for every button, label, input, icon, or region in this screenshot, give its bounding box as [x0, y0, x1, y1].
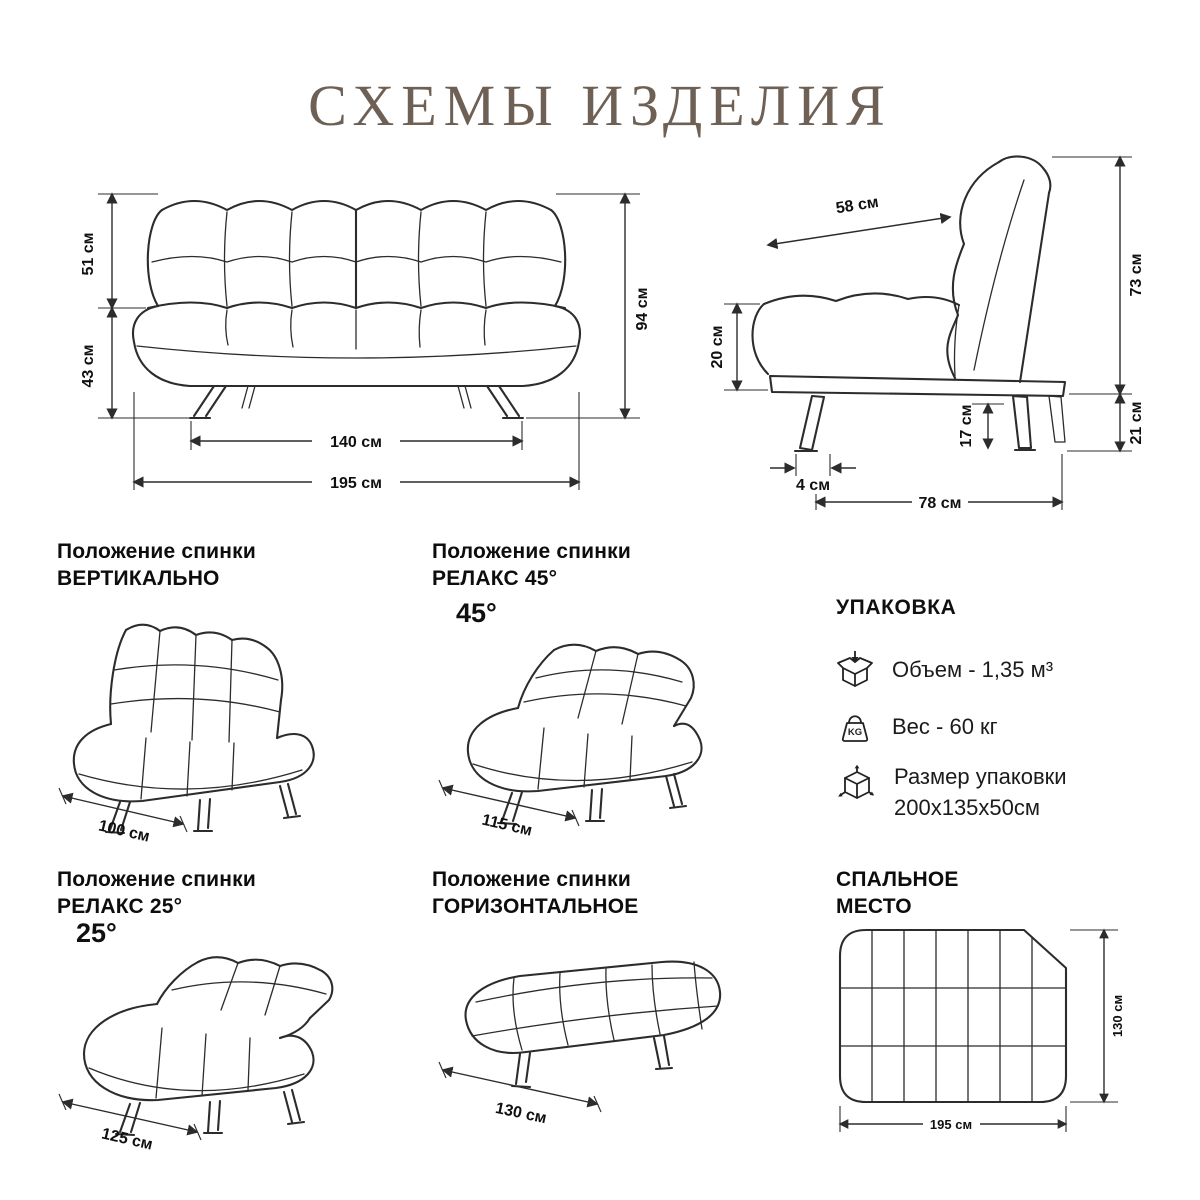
side-view-dimensions: 58 см 73 см 21 см 20 см 17 см 4 см: [709, 155, 1145, 512]
dim-total-depth: 78 см: [919, 495, 962, 512]
size-label: Размер упаковки: [894, 764, 1067, 789]
packaging-title: УПАКОВКА: [836, 596, 957, 619]
sleeping-label-line2: МЕСТО: [836, 895, 912, 919]
position-label-relax25: Положение спинки РЕЛАКС 25°: [57, 866, 256, 921]
position-label-line1: Положение спинки: [57, 868, 256, 891]
position-label-horizontal: Положение спинки ГОРИЗОНТАЛЬНОЕ: [432, 866, 639, 921]
dim-seat-thickness: 20 см: [709, 326, 726, 369]
position-label-line2: РЕЛАКС 25°: [57, 895, 183, 919]
angle-label-25: 25°: [76, 918, 117, 948]
position-label-line1: Положение спинки: [432, 868, 631, 891]
dim-leg-clearance: 17 см: [958, 405, 975, 448]
angle-label-45: 45°: [456, 598, 497, 628]
dim-width-relax25: 125 см: [100, 1125, 154, 1153]
position-label-line1: Положение спинки: [432, 540, 631, 563]
backrest-vertical-diagram: 100 см: [58, 623, 315, 846]
front-view-diagram: 51 см 43 см 94 см 140 см 195 см: [80, 192, 651, 492]
side-view-sofa-art: [751, 155, 1067, 453]
packaging-weight-row: KG Вес - 60 кг: [836, 705, 1186, 749]
weight-label: Вес - 60 кг: [892, 713, 998, 739]
packaging-size-row: Размер упаковки 200х135х50см: [836, 762, 1186, 824]
packaging-volume-row: Объем - 1,35 м³: [836, 648, 1186, 692]
dim-leg-span: 140 см: [330, 434, 382, 451]
position-label-line2: ГОРИЗОНТАЛЬНОЕ: [432, 895, 639, 919]
position-label-relax45: Положение спинки РЕЛАКС 45°: [432, 538, 631, 593]
packaging-section: УПАКОВКА Объем - 1,35 м³ KG Вес - 60 кг: [836, 596, 1186, 837]
page-title: СХЕМЫ ИЗДЕЛИЯ: [308, 73, 892, 138]
backrest-horizontal-diagram: 130 см: [438, 960, 722, 1127]
dim-back-height: 73 см: [1128, 254, 1145, 297]
dim-width-horizontal: 130 см: [494, 1100, 548, 1127]
sleeping-area-label: СПАЛЬНОЕ МЕСТО: [836, 866, 959, 921]
box-icon: [837, 651, 873, 687]
vertical-sofa-art: [72, 623, 315, 835]
dim-total-width: 195 см: [330, 475, 382, 492]
front-view-dimensions: 51 см 43 см 94 см 140 см 195 см: [80, 192, 651, 492]
package-size-icon: [838, 764, 875, 799]
dim-total-height: 94 см: [634, 288, 651, 331]
size-value: 200х135х50см: [894, 794, 1041, 820]
relax25-sofa-art: [82, 956, 334, 1137]
position-label-vertical: Положение спинки ВЕРТИКАЛЬНО: [57, 538, 256, 593]
position-label-line1: Положение спинки: [57, 540, 256, 563]
relax45-sofa-art: [466, 643, 703, 826]
dim-seat-depth: 58 см: [835, 194, 880, 218]
kg-badge: KG: [848, 727, 862, 738]
horizontal-dimensions: 130 см: [438, 1061, 602, 1127]
sleeping-label-line1: СПАЛЬНОЕ: [836, 868, 959, 891]
dim-sleeping-depth: 130 см: [1110, 995, 1125, 1037]
sleeping-area-dimensions: 130 см 195 см: [838, 928, 1125, 1132]
backrest-relax-45-diagram: 45° 115 см: [438, 598, 703, 840]
volume-label: Объем - 1,35 м³: [892, 656, 1054, 682]
sleeping-area-diagram: 130 см 195 см: [838, 928, 1125, 1132]
position-label-line2: ВЕРТИКАЛЬНО: [57, 567, 220, 591]
dim-sleeping-width: 195 см: [930, 1117, 972, 1132]
dim-width-relax45: 115 см: [480, 812, 534, 840]
sleeping-area-art: [838, 928, 1068, 1104]
size-label-group: Размер упаковки 200х135х50см: [894, 762, 1067, 824]
dim-foot-depth: 4 см: [796, 477, 830, 494]
dim-base-height: 21 см: [1128, 402, 1145, 445]
horizontal-sofa-art: [464, 960, 722, 1089]
front-view-sofa-art: [132, 200, 581, 420]
weight-icon: KG: [841, 715, 869, 742]
position-label-line2: РЕЛАКС 45°: [432, 567, 558, 591]
backrest-relax-25-diagram: 25° 125 см: [58, 918, 334, 1154]
dim-back-height: 51 см: [80, 233, 97, 276]
dim-seat-height: 43 см: [80, 345, 97, 388]
side-view-diagram: 58 см 73 см 21 см 20 см 17 см 4 см: [709, 155, 1145, 512]
